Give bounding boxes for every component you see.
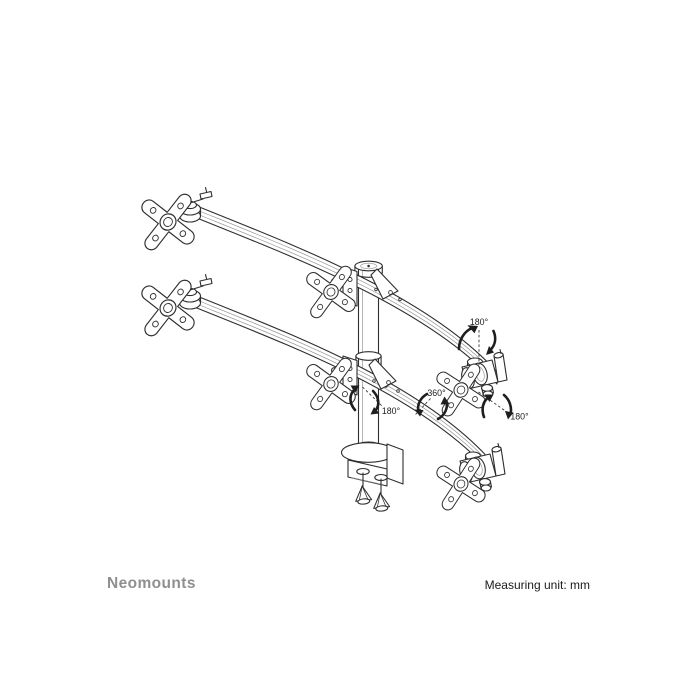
leader-line: [415, 398, 431, 415]
rotation-arrow-icon: [486, 329, 497, 355]
rotation-label-top-swivel: 180°: [470, 317, 488, 327]
vesa-plate-top-left: [122, 175, 214, 269]
rotation-arrow-icon: [370, 389, 380, 415]
brand-logo: Neomounts: [107, 575, 196, 592]
rotation-arrow-icon: [436, 396, 450, 421]
rotation-arrow-icon: [414, 392, 429, 417]
rotation-label-arm: 360°: [427, 388, 445, 398]
leader-line: [478, 391, 510, 414]
wing-nut-icon: [371, 491, 391, 513]
rotation-annotations: 180° 180° 360° 180°: [349, 317, 529, 422]
measuring-unit-note: Measuring unit: mm: [484, 578, 590, 592]
rotation-arrow-icon: [349, 385, 360, 412]
hub-gusset-upper: [370, 268, 399, 300]
desk-clamp: [340, 441, 404, 513]
rotation-arrow-icon: [502, 393, 514, 420]
rotation-arrow-icon: [481, 394, 494, 419]
hub-gusset-lower: [368, 358, 397, 390]
rotation-label-bottom-swivel: 180°: [510, 412, 528, 422]
rotation-label-pole: 180°: [382, 406, 400, 416]
rotation-arrow-icon: [457, 325, 478, 351]
wing-nut-icon: [353, 484, 373, 506]
